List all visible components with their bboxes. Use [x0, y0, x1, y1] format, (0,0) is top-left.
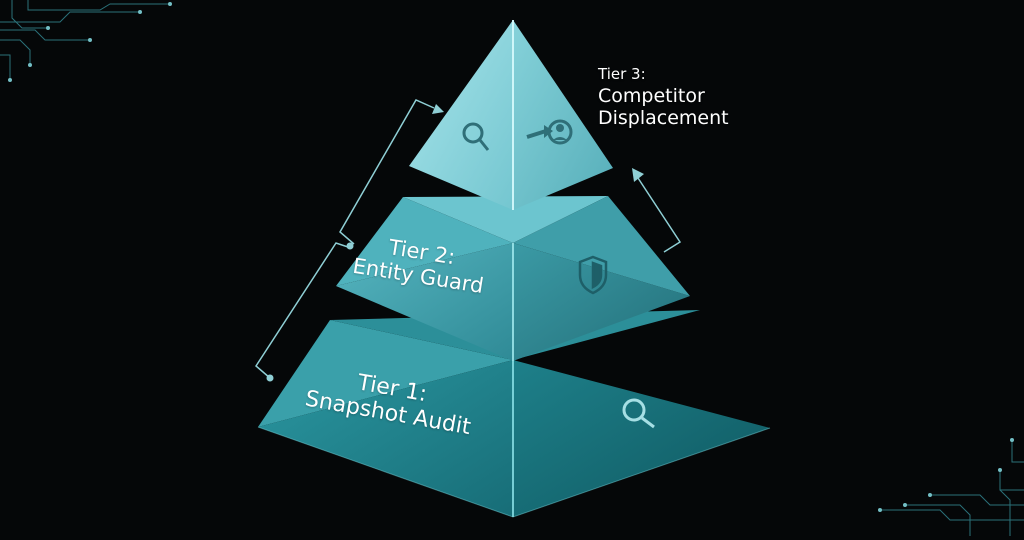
progression-arrow-right	[632, 168, 682, 253]
user-target-arrow-icon	[526, 119, 573, 145]
tier-3-label: Tier 3: Competitor Displacement	[598, 65, 729, 130]
magnifier-icon	[622, 398, 655, 429]
tier-2-block	[336, 196, 690, 361]
tier-3-block	[409, 20, 613, 210]
tier-3-name-line1: Competitor	[598, 85, 705, 108]
tier-3-title: Tier 3:	[598, 65, 646, 83]
shield-icon	[578, 255, 608, 295]
tier-3-name-line2: Displacement	[598, 107, 729, 130]
circuit-decoration-bottom-right	[878, 438, 1024, 536]
magnifier-icon	[462, 122, 490, 151]
circuit-decoration-top-left	[0, 0, 172, 82]
progression-bracket-left	[255, 99, 444, 382]
